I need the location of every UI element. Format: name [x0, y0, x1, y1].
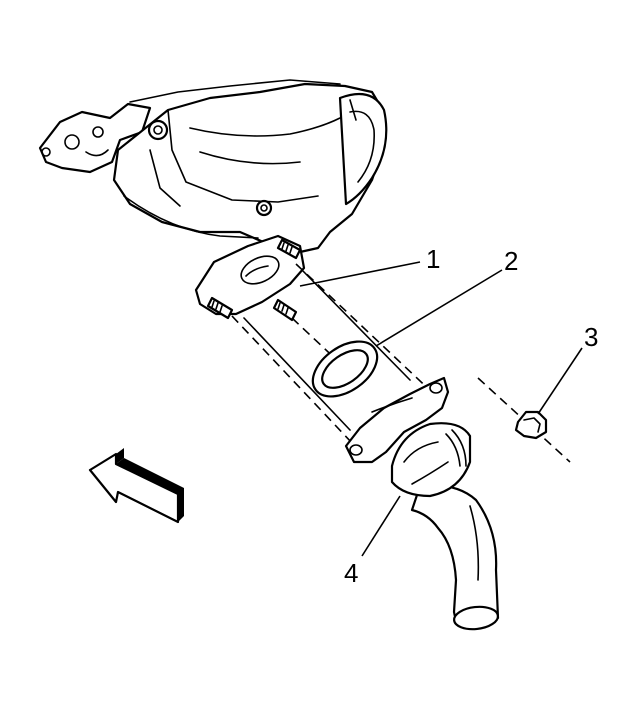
callout-2: 2 [504, 246, 518, 276]
flange-nut [514, 410, 548, 440]
callout-1: 1 [426, 244, 440, 274]
callout-3: 3 [584, 322, 598, 352]
leader-lines [299, 261, 583, 557]
stud-upper [276, 238, 302, 260]
direction-arrow-icon [88, 448, 184, 524]
exhaust-pipe [344, 376, 500, 631]
stud-middle [272, 298, 298, 322]
exhaust-manifold [38, 79, 388, 254]
stud-lower [206, 296, 234, 320]
manifold-outlet-flange [194, 234, 306, 322]
gasket [311, 340, 379, 398]
callout-4: 4 [344, 558, 358, 588]
